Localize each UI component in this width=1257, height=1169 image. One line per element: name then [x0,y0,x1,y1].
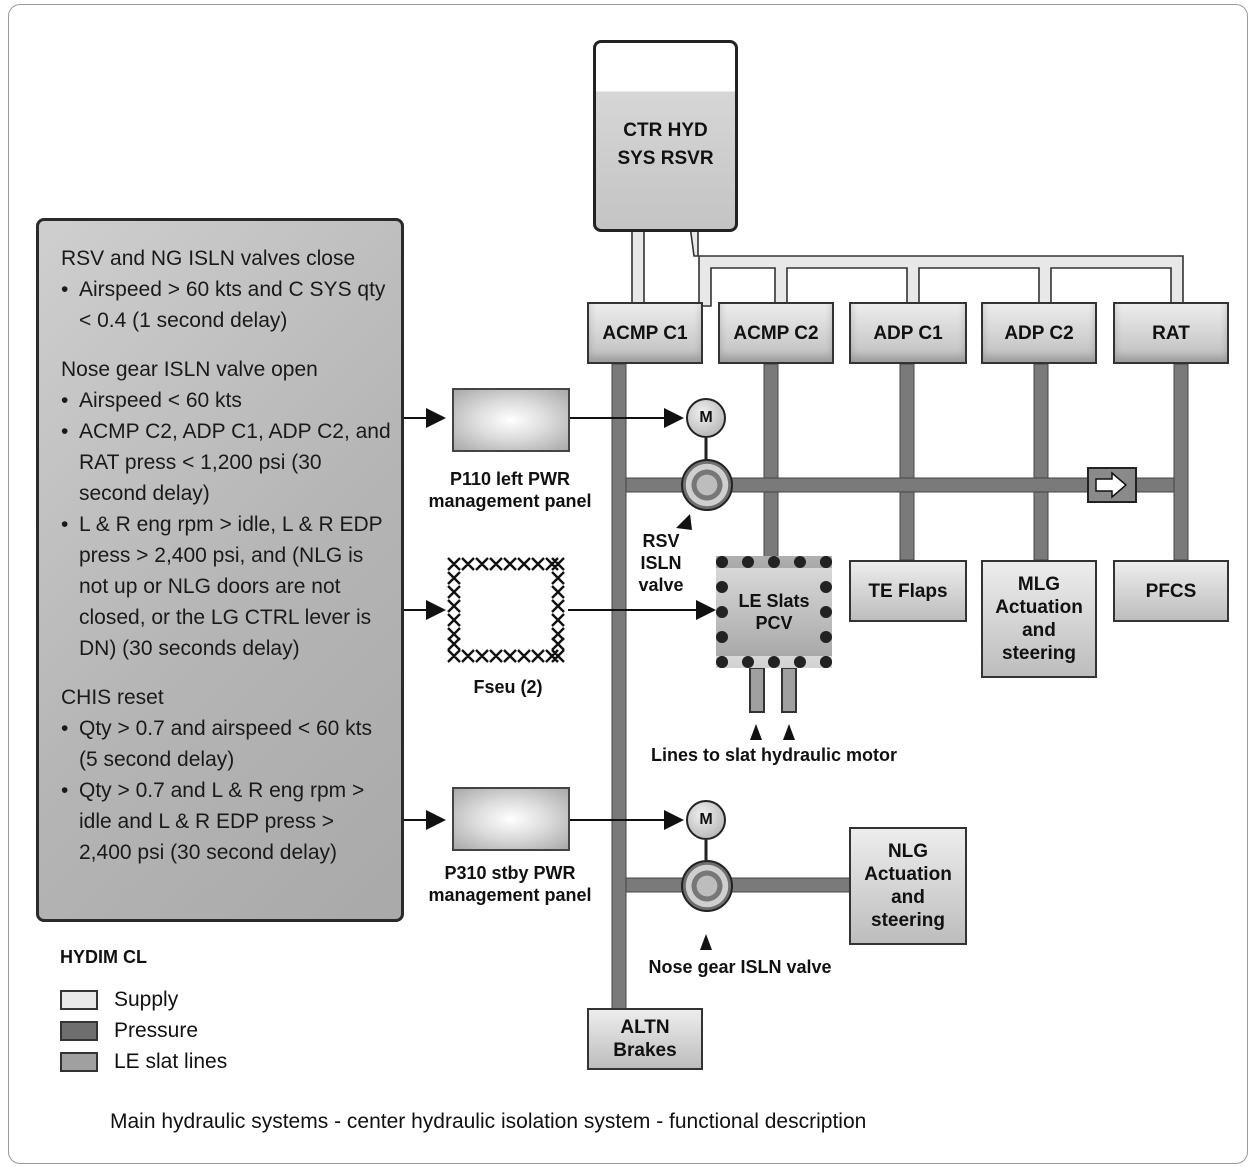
cond-item: •Qty > 0.7 and L & R eng rpm > idle and … [61,779,365,864]
reservoir-label-2: SYS RSVR [617,148,714,169]
slat-lines-label: Lines to slat hydraulic motor [650,745,898,765]
adp-c2-box: ADP C2 [981,302,1097,364]
acmp-c1-box: ACMP C1 [587,302,703,364]
fseu-box [447,557,565,663]
legend-item-le-slat: LE slat lines [60,1050,227,1074]
cond-heading: Nose gear ISLN valve open [61,358,318,381]
cond-heading: CHIS reset [61,686,164,709]
cond-item: •Airspeed < 60 kts [61,389,242,412]
cond-heading: RSV and NG ISLN valves close [61,247,356,270]
cond-group-reset: CHIS reset •Qty > 0.7 and airspeed < 60 … [61,682,391,868]
motor-icon: M [686,398,726,438]
p110-panel [452,388,570,452]
conditions-panel: RSV and NG ISLN valves close •Airspeed >… [36,218,404,922]
motor-icon: M [686,800,726,840]
rat-box: RAT [1113,302,1229,364]
supply-swatch [60,990,98,1010]
le-slat-swatch [60,1052,98,1072]
cond-item: •Airspeed > 60 kts and C SYS qty < 0.4 (… [61,278,386,332]
fseu-label: Fseu (2) [473,677,543,697]
cond-group-close: RSV and NG ISLN valves close •Airspeed >… [61,243,391,336]
pressure-swatch [60,1021,98,1041]
legend-item-pressure: Pressure [60,1019,198,1043]
le-slat-lines [749,667,797,713]
nose-gear-valve-label: Nose gear ISLN valve [648,957,832,977]
acmp-c2-box: ACMP C2 [718,302,834,364]
p310-panel [452,787,570,851]
legend-title: HYDIM CL [60,947,147,967]
nose-gear-isln-valve-icon [681,860,733,912]
ctr-hyd-reservoir: CTR HYD SYS RSVR [593,40,738,232]
adp-c1-box: ADP C1 [849,302,967,364]
te-flaps-box: TE Flaps [849,560,967,622]
pcv-label: PCV [755,613,793,633]
rsv-isln-valve-icon [681,459,733,511]
legend-item-supply: Supply [60,988,178,1012]
le-slats-label: LE Slats [738,591,810,611]
cond-item: •ACMP C2, ADP C1, ADP C2, and RAT press … [61,420,391,505]
pfcs-box: PFCS [1113,560,1229,622]
reservoir-label-1: CTR HYD [623,120,708,141]
check-valve [1087,467,1137,503]
cond-group-open: Nose gear ISLN valve open •Airspeed < 60… [61,354,391,664]
cond-item: •Qty > 0.7 and airspeed < 60 kts (5 seco… [61,717,373,771]
figure-caption: Main hydraulic systems - center hydrauli… [110,1110,867,1133]
cond-item: •L & R eng rpm > idle, L & R EDP press >… [61,513,383,660]
